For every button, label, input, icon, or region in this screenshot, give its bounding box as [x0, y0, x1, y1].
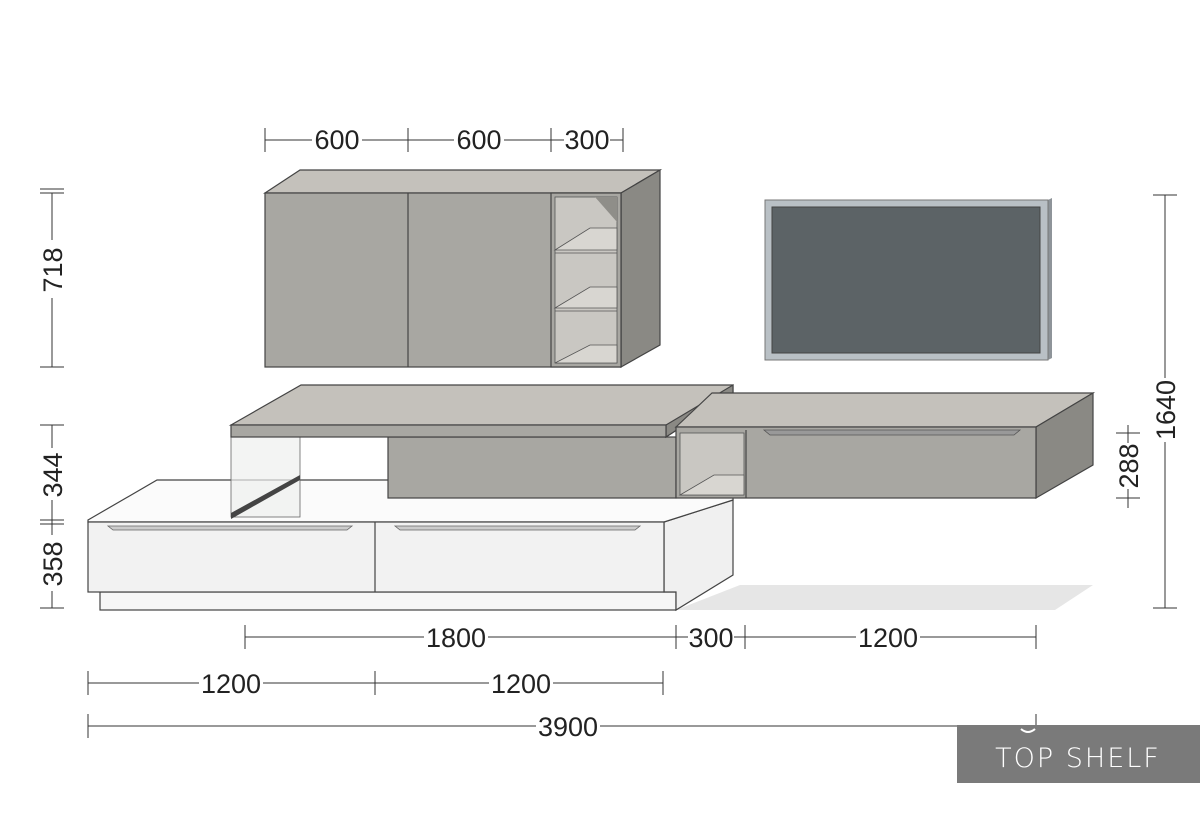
glass-support: [230, 436, 301, 519]
dim-label: 1200: [201, 669, 261, 699]
dim-label: 358: [38, 541, 68, 586]
dim-label: 300: [688, 623, 733, 653]
dim-label: 1200: [858, 623, 918, 653]
dim-label: 1640: [1151, 380, 1181, 440]
top-shelf-logo: TOP SHELF: [957, 725, 1200, 783]
floor-shadow: [676, 585, 1093, 610]
dim-label: 3900: [538, 712, 598, 742]
dim-label: 344: [38, 452, 68, 497]
dim-label: 288: [1114, 443, 1144, 488]
dim-label: 718: [38, 247, 68, 292]
right-unit: [674, 391, 1096, 500]
wall-cabinet: [262, 168, 663, 369]
dim-label: 600: [456, 125, 501, 155]
long-shelf: [228, 383, 734, 439]
dim-label: 600: [314, 125, 359, 155]
dimension-bottom-widths: 1800 300 1200 1200 1200 3900: [87, 622, 1037, 742]
dimension-right-heights: 1640 288: [1113, 194, 1182, 609]
tv: [764, 198, 1052, 361]
dimension-left-heights: 718 344 358: [36, 188, 68, 609]
dim-label: 300: [564, 125, 609, 155]
hanging-cabinet: [387, 436, 677, 499]
dim-label: 1200: [491, 669, 551, 699]
lowboard: [87, 479, 734, 612]
dimension-top-widths: 600 600 300: [264, 124, 624, 155]
dim-label: 1800: [426, 623, 486, 653]
logo-text: TOP SHELF: [995, 743, 1161, 774]
